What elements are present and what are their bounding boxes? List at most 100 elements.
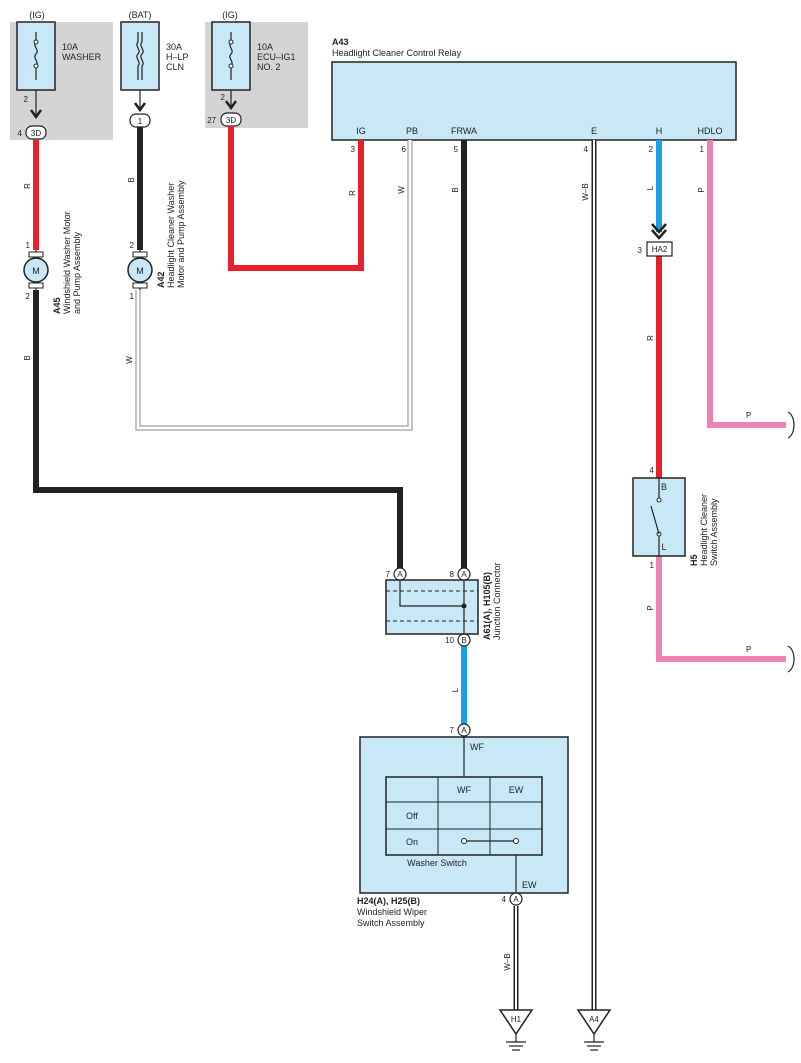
motor-a42-code: A42	[156, 271, 166, 288]
svg-text:7: 7	[450, 726, 455, 735]
svg-text:L: L	[451, 687, 460, 692]
motor-a45-name: Windshield Washer Motor	[62, 211, 72, 314]
fuse-washer-pin: 2	[24, 95, 29, 104]
switch-h5-name: Headlight Cleaner	[699, 494, 709, 566]
svg-text:P: P	[746, 645, 751, 654]
svg-text:Switch Assembly: Switch Assembly	[357, 918, 425, 928]
junction-pin-bottom	[457, 633, 471, 647]
wiper-switch-name: Windshield Wiper	[357, 907, 427, 917]
svg-text:6: 6	[402, 145, 407, 154]
fuse-washer-symbol	[34, 32, 38, 80]
svg-text:L: L	[646, 185, 655, 190]
svg-text:EW: EW	[522, 880, 537, 890]
svg-text:A: A	[513, 895, 519, 904]
svg-text:4: 4	[650, 466, 655, 475]
svg-text:1: 1	[650, 561, 655, 570]
ground-h1: H1	[498, 1009, 534, 1051]
junction-code: A61(A), H105(B)	[482, 572, 492, 640]
svg-text:27: 27	[207, 116, 216, 125]
svg-text:Motor and Pump Assembly: Motor and Pump Assembly	[176, 180, 186, 288]
fuse-washer-connector	[25, 125, 47, 140]
svg-text:W–B: W–B	[581, 183, 590, 200]
wire-washer-black	[33, 290, 403, 568]
relay-a43: A43 Headlight Cleaner Control Relay IG P…	[331, 37, 737, 154]
fuse-washer-name: WASHER	[62, 52, 102, 62]
fuse-hlp-cln: (BAT) 30A H–LP CLN 1	[120, 10, 189, 128]
svg-text:W: W	[125, 356, 134, 364]
ground-a4: A4	[576, 1009, 612, 1051]
relay-name: Headlight Cleaner Control Relay	[332, 48, 462, 58]
svg-text:3D: 3D	[31, 129, 41, 138]
ground-a4-symbol	[576, 1009, 612, 1036]
switch-h5: B L 4 1 H5 Headlight Cleaner Switch Asse…	[632, 466, 719, 570]
table-header-ew: EW	[509, 785, 524, 795]
svg-text:and Pump Assembly: and Pump Assembly	[72, 231, 82, 314]
switch-h5-code: H5	[689, 554, 699, 566]
svg-text:B: B	[661, 482, 667, 492]
svg-text:HA2: HA2	[652, 245, 668, 254]
fuse-hlp-box	[120, 21, 160, 91]
svg-text:1: 1	[130, 292, 135, 301]
junction-pin-left	[393, 567, 407, 581]
svg-text:B: B	[451, 187, 460, 192]
svg-text:4: 4	[584, 145, 589, 154]
svg-text:M: M	[136, 266, 144, 276]
washer-switch-caption: Washer Switch	[407, 858, 467, 868]
svg-text:W–B: W–B	[503, 953, 512, 970]
svg-text:1: 1	[138, 117, 143, 126]
svg-text:8: 8	[450, 570, 455, 579]
svg-text:10: 10	[445, 636, 454, 645]
wire-hdlo-pink	[707, 140, 786, 428]
svg-text:3D: 3D	[226, 116, 236, 125]
svg-text:B: B	[23, 355, 32, 360]
fuse-washer-source: (IG)	[29, 10, 45, 20]
motor-a42-name: Headlight Cleaner Washer	[166, 183, 176, 288]
table-row-off: Off	[406, 811, 418, 821]
svg-text:1: 1	[26, 241, 31, 250]
wire-pb-white	[136, 140, 412, 430]
svg-text:2: 2	[130, 241, 135, 250]
svg-text:(BAT): (BAT)	[129, 10, 152, 20]
connector-ha2: HA2 3	[638, 241, 673, 257]
svg-text:(IG): (IG)	[222, 10, 238, 20]
wiper-pin-top	[457, 723, 471, 737]
wire-ig-red	[228, 126, 364, 271]
svg-text:L: L	[661, 542, 666, 552]
junction-name: Junction Connector	[492, 562, 502, 640]
svg-text:2: 2	[26, 292, 31, 301]
svg-text:A: A	[461, 570, 467, 579]
wiper-switch-code: H24(A), H25(B)	[357, 896, 420, 906]
svg-text:A: A	[461, 726, 467, 735]
svg-text:7: 7	[386, 570, 391, 579]
svg-text:1: 1	[700, 145, 705, 154]
motor-a42: M 2 1 A42 Headlight Cleaner Washer Motor…	[127, 180, 186, 301]
table-header-wf: WF	[457, 785, 471, 795]
svg-text:R: R	[348, 190, 357, 196]
svg-text:10A: 10A	[257, 42, 273, 52]
relay-code: A43	[332, 37, 349, 47]
relay-term-frwa: FRWA	[451, 126, 477, 136]
wire-h5-pink	[656, 556, 786, 662]
motor-a42-symbol	[127, 257, 153, 283]
motor-a45-symbol	[23, 257, 49, 283]
fuse-ecu-ig1: (IG) 10A ECU–IG1 NO. 2 2 3D 27	[207, 10, 296, 127]
motor-a45: M 1 2 A45 Windshield Washer Motor and Pu…	[23, 211, 82, 314]
fuse-washer-rating: 10A	[62, 42, 78, 52]
svg-text:30A: 30A	[166, 42, 182, 52]
svg-text:3: 3	[638, 246, 643, 255]
motor-a45-code: A45	[52, 297, 62, 314]
wiper-pin-bottom	[509, 892, 523, 906]
relay-term-pb: PB	[406, 126, 418, 136]
svg-text:4: 4	[18, 129, 23, 138]
svg-text:WF: WF	[470, 742, 484, 752]
svg-text:A: A	[397, 570, 403, 579]
svg-text:Switch Assembly: Switch Assembly	[709, 498, 719, 566]
svg-text:4: 4	[502, 895, 507, 904]
svg-text:P: P	[646, 605, 655, 610]
relay-term-h: H	[656, 126, 663, 136]
svg-text:R: R	[646, 335, 655, 341]
table-row-on: On	[406, 837, 418, 847]
svg-text:NO. 2: NO. 2	[257, 62, 281, 72]
svg-text:P: P	[746, 411, 751, 420]
